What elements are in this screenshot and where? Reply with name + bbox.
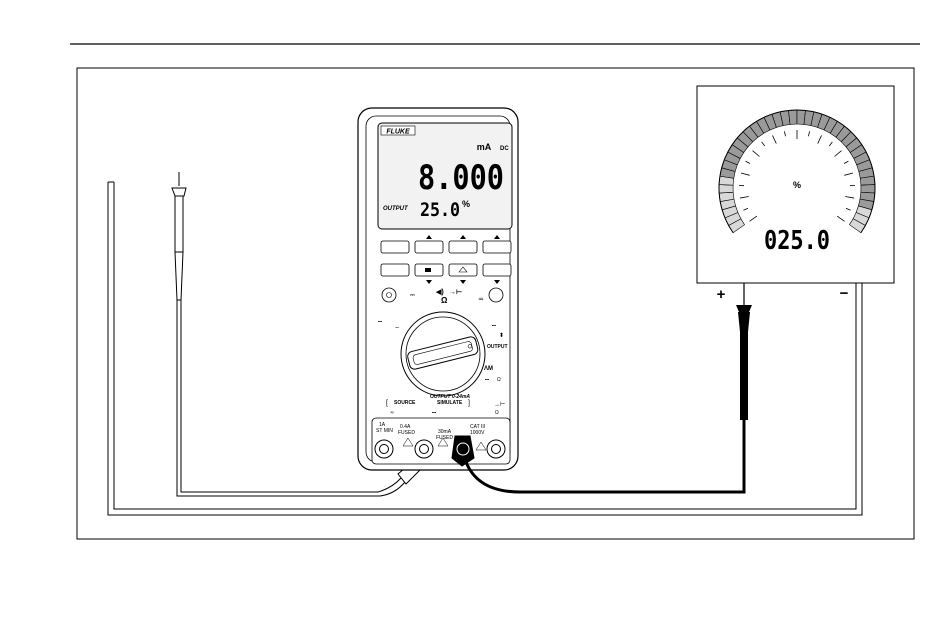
backlight-button[interactable] <box>382 288 396 302</box>
dial-ac-mark: ~ <box>395 325 399 332</box>
rotary-dial[interactable] <box>401 312 485 396</box>
source-label: SOURCE <box>394 400 416 406</box>
dial-mark: ⬍ <box>499 332 504 339</box>
minus-terminal-label: − <box>840 285 849 302</box>
multimeter: FLUKE mA DC 8.000 OUTPUT 25.0 % <box>358 108 518 470</box>
softkey-4[interactable] <box>483 241 511 253</box>
jack-ma-rating: FUSED <box>436 435 453 441</box>
simulate-label: SIMULATE <box>437 400 463 406</box>
hold-icon <box>425 268 431 272</box>
setup-button[interactable] <box>483 264 511 276</box>
output-label: OUTPUT <box>383 206 409 212</box>
plus-terminal-label: + <box>717 286 726 303</box>
dial-mark: ≂ <box>390 410 394 416</box>
main-mode: DC <box>500 146 509 152</box>
brand-logo: FLUKE <box>386 129 410 136</box>
softkey-3[interactable] <box>449 241 477 253</box>
secondary-unit: % <box>462 199 470 209</box>
hold-button[interactable] <box>381 264 409 276</box>
gauge-segment <box>861 185 875 194</box>
black-probe-body <box>740 332 748 420</box>
indicator-reading: 025.0 <box>764 226 830 256</box>
dial-mark: ΛΜ <box>484 366 493 372</box>
jack-cat-rating: 1000V <box>470 430 485 436</box>
dial-output-label: OUTPUT <box>487 344 508 350</box>
loop-indicator: % 025.0 <box>697 86 894 283</box>
dial-mark: ⎓ <box>378 319 382 325</box>
main-reading: 8.000 <box>418 158 504 198</box>
secondary-reading: 25.0 <box>420 199 460 221</box>
softkey-1[interactable] <box>381 241 409 253</box>
softkey-2[interactable] <box>415 241 443 253</box>
dial-mark: ⎓ <box>492 323 496 329</box>
gauge-segment <box>719 185 733 194</box>
dial-mark: Ω <box>497 377 501 383</box>
dial-mark: →⊢ <box>494 401 505 408</box>
diode-icon: →⊢ <box>449 288 462 296</box>
jack-fused-rating: FUSED <box>398 430 415 436</box>
dial-mark: ⎓ <box>432 410 436 416</box>
dial-mark: ⎓ <box>485 377 489 383</box>
beeper-icon: ◀) <box>435 289 444 296</box>
ohm-symbol-top: Ω <box>441 296 448 305</box>
range-button[interactable] <box>449 264 477 276</box>
bracket-right: ] <box>468 400 470 407</box>
indicator-unit: % <box>793 180 801 190</box>
bracket-left: [ <box>386 400 388 407</box>
jack-a-rating: ST MIN <box>376 428 393 434</box>
function-button[interactable] <box>489 288 503 302</box>
gauge-segment <box>789 110 797 124</box>
ac-dc-symbol: ≂ <box>478 296 484 303</box>
main-unit: mA <box>477 142 492 152</box>
ohm-symbol-bottom: Ω <box>495 410 499 416</box>
dc-symbol: ⎓ <box>410 293 415 299</box>
